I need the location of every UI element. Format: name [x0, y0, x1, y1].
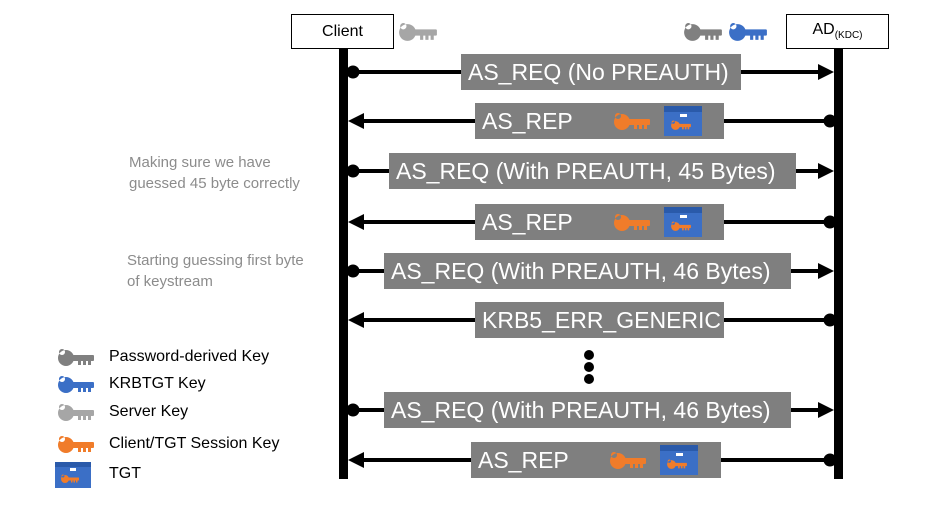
ellipsis-dots [584, 350, 594, 384]
message-label: AS_REQ (With PREAUTH, 46 Bytes) [391, 396, 771, 423]
message-as-rep-2: AS_REP [475, 204, 724, 240]
message-label: AS_REQ (No PREAUTH) [468, 58, 729, 85]
ad-label-sub: (KDC) [834, 30, 863, 42]
arrow-as-req-3 [346, 263, 834, 279]
ad-label-main: AD [812, 21, 835, 39]
message-as-req-no-preauth: AS_REQ (No PREAUTH) [461, 54, 741, 90]
note-first-byte: Starting guessing first byte of keystrea… [127, 250, 304, 292]
legend-session-key-icon [58, 436, 94, 453]
krbtgt-key-icon [729, 23, 767, 41]
server-key-icon [399, 23, 437, 41]
message-as-req-46-1: AS_REQ (With PREAUTH, 46 Bytes) [384, 253, 791, 289]
ad-label: AD(KDC) [812, 21, 862, 41]
message-label: AS_REP [482, 107, 573, 134]
message-label: AS_REP [482, 208, 573, 235]
note-line: guessed 45 byte correctly [129, 175, 300, 192]
session-key-icon [612, 213, 652, 233]
tgt-icon [660, 445, 698, 475]
arrow-as-req-2 [346, 163, 834, 179]
tgt-icon [664, 106, 702, 136]
ad-lifeline [834, 49, 843, 479]
arrow-as-req-4 [346, 402, 834, 418]
arrow-as-rep-3 [348, 452, 837, 468]
message-label: AS_REQ (With PREAUTH, 46 Bytes) [391, 257, 771, 284]
message-as-rep-3: AS_REP [471, 442, 721, 478]
client-lifeline [339, 49, 348, 479]
legend-session-key-label: Client/TGT Session Key [109, 435, 280, 452]
message-label: KRB5_ERR_GENERIC [482, 306, 722, 333]
legend-password-key-label: Password-derived Key [109, 348, 270, 365]
client-node: Client [291, 14, 394, 49]
legend-server-key-icon [58, 404, 94, 421]
note-45-bytes: Making sure we have guessed 45 byte corr… [129, 152, 300, 194]
legend-tgt-label: TGT [109, 465, 141, 482]
session-key-icon [608, 451, 648, 471]
password-key-icon [684, 23, 722, 41]
message-label: AS_REP [478, 446, 569, 473]
arrow-as-rep-1 [348, 113, 837, 129]
arrow-krb5-err [348, 312, 837, 328]
legend-krbtgt-key-label: KRBTGT Key [109, 375, 206, 392]
message-label: AS_REQ (With PREAUTH, 45 Bytes) [396, 157, 776, 184]
legend-server-key-label: Server Key [109, 403, 189, 420]
legend-krbtgt-key-icon [58, 376, 94, 393]
ad-node: AD(KDC) [786, 14, 889, 49]
tgt-icon [664, 207, 702, 237]
client-label: Client [322, 22, 363, 40]
message-as-req-45: AS_REQ (With PREAUTH, 45 Bytes) [389, 153, 796, 189]
note-line: Making sure we have [129, 154, 271, 171]
arrow-as-rep-2 [348, 214, 837, 230]
message-krb5-err-generic: KRB5_ERR_GENERIC [475, 302, 724, 338]
note-line: of keystream [127, 273, 213, 290]
message-as-req-46-2: AS_REQ (With PREAUTH, 46 Bytes) [384, 392, 791, 428]
note-line: Starting guessing first byte [127, 252, 304, 269]
legend-tgt-icon [55, 462, 91, 488]
arrow-as-req-1 [346, 64, 834, 80]
message-as-rep-1: AS_REP [475, 103, 724, 139]
session-key-icon [612, 112, 652, 132]
legend-password-key-icon [58, 349, 94, 366]
